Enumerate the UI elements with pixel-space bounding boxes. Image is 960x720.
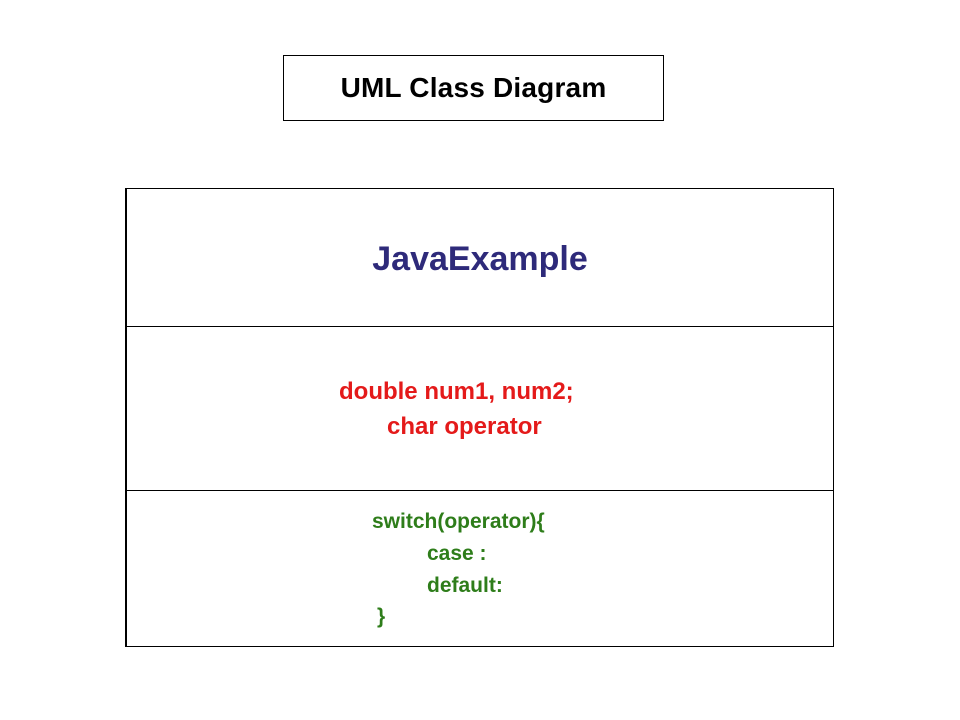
diagram-title-box: UML Class Diagram — [283, 55, 664, 121]
attribute-line: double num1, num2; — [339, 378, 574, 405]
class-name: JavaExample — [372, 240, 588, 278]
attributes-compartment: double num1, num2; char operator — [127, 327, 833, 491]
class-name-compartment: JavaExample — [127, 189, 833, 327]
diagram-title: UML Class Diagram — [340, 72, 607, 103]
operation-line: case : — [427, 542, 487, 565]
operations-compartment: switch(operator){ case : default: } — [127, 491, 833, 646]
uml-class-box: JavaExample double num1, num2; char oper… — [125, 188, 834, 647]
attribute-line: char operator — [387, 413, 542, 440]
operation-line: } — [377, 605, 386, 628]
operation-line: switch(operator){ — [372, 510, 545, 533]
operation-line: default: — [427, 574, 503, 597]
